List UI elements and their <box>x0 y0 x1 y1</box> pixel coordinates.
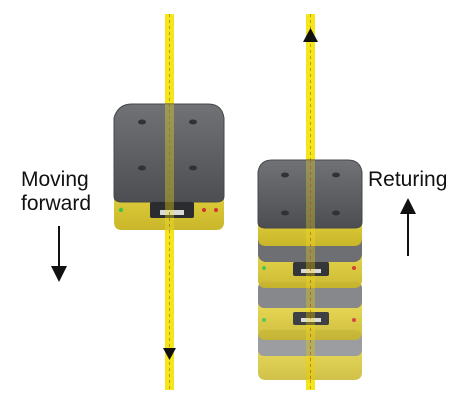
arrow-down-icon <box>51 226 67 282</box>
robot-return-main <box>257 159 363 246</box>
track-arrow-up-icon <box>303 28 318 42</box>
mount-hole <box>332 210 340 216</box>
front-slot <box>160 210 184 215</box>
track-arrow-down-icon <box>163 348 176 360</box>
status-led-red <box>202 208 206 212</box>
mount-hole <box>281 172 289 178</box>
mount-hole <box>189 165 197 171</box>
status-led-red <box>214 208 218 212</box>
moving-forward-line1: Moving <box>21 168 89 191</box>
mount-hole <box>138 165 146 171</box>
returning-label: Returing <box>368 168 448 191</box>
mount-hole <box>281 210 289 216</box>
moving-forward-line2: forward <box>21 192 92 215</box>
mount-hole <box>332 172 340 178</box>
mount-hole <box>138 119 146 125</box>
mount-hole <box>189 119 197 125</box>
arrow-up-icon <box>400 198 416 256</box>
moving-forward-label: Moving forward <box>21 168 91 216</box>
status-led-green <box>118 207 124 213</box>
